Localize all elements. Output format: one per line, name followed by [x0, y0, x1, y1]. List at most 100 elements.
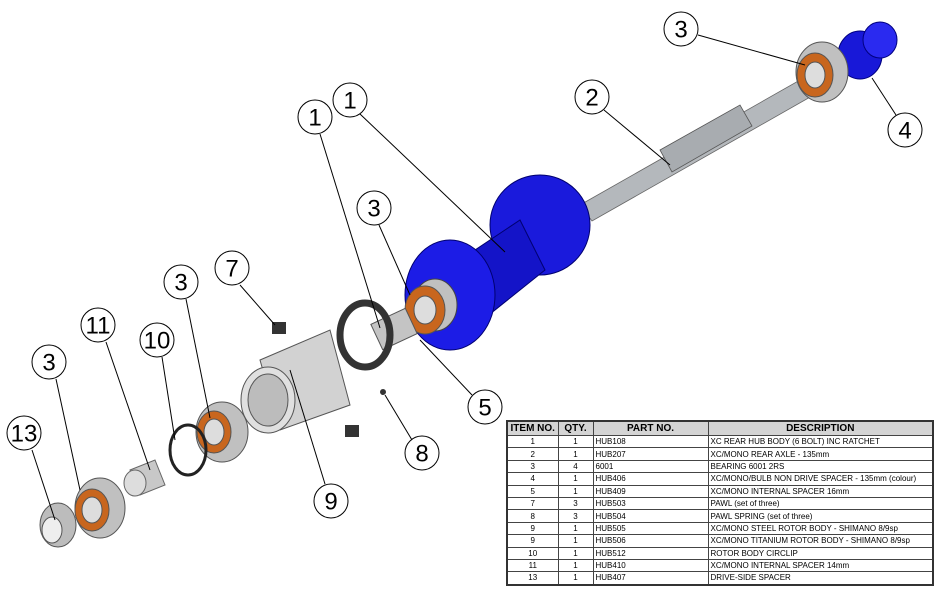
bearing: [195, 401, 249, 463]
balloon-number: 3: [174, 270, 187, 297]
internal-spacer-14mm: [123, 459, 166, 497]
balloon-callout: 10: [139, 322, 175, 358]
bearing: [404, 285, 446, 335]
leader-lines: [31, 34, 897, 521]
cell-part-no: HUB506: [592, 534, 709, 548]
balloon-circle: [80, 307, 116, 343]
cell-description: PAWL (set of three): [707, 496, 934, 511]
cell-description: XC/MONO INTERNAL SPACER 16mm: [707, 484, 934, 498]
balloon-circle: [139, 322, 175, 358]
cell-qty: 1: [557, 546, 594, 560]
balloon-number: 4: [898, 118, 911, 145]
cell-item-no: 2: [506, 447, 559, 461]
cell-item-no: 8: [506, 509, 559, 523]
cell-qty: 1: [557, 534, 594, 548]
header-item-no: ITEM NO.: [506, 420, 559, 436]
cell-description: XC REAR HUB BODY (6 BOLT) INC RATCHET: [707, 434, 934, 449]
balloon-number: 1: [343, 88, 356, 115]
pawl: [345, 425, 359, 437]
cell-description: XC/MONO STEEL ROTOR BODY - SHIMANO 8/9sp: [707, 521, 934, 536]
balloon-number: 1: [308, 105, 321, 132]
balloon-circle: [214, 250, 250, 286]
balloon-number: 3: [674, 17, 687, 44]
cell-item-no: 13: [506, 571, 559, 586]
balloon-circle: [574, 79, 610, 115]
cell-description: XC/MONO TITANIUM ROTOR BODY - SHIMANO 8/…: [707, 534, 934, 548]
balloon-callout: 1: [297, 99, 333, 135]
balloon-callout: 3: [31, 344, 67, 380]
cell-qty: 3: [557, 509, 594, 523]
cell-qty: 1: [557, 521, 594, 536]
cell-part-no: HUB505: [592, 521, 709, 536]
table-header-row: ITEM NO. QTY. PART NO. DESCRIPTION: [506, 420, 934, 436]
balloon-number: 8: [415, 441, 428, 468]
cell-item-no: 7: [506, 496, 559, 511]
cell-item-no: 11: [506, 558, 559, 573]
balloon-circle: [313, 483, 349, 519]
balloon-number: 11: [86, 313, 111, 340]
balloon-callout: 3: [356, 190, 392, 226]
cell-part-no: HUB409: [592, 484, 709, 498]
balloon-circle: [31, 344, 67, 380]
header-qty: QTY.: [557, 420, 594, 436]
balloon-circle: [404, 435, 440, 471]
balloon-circle: [332, 82, 368, 118]
circlip: [168, 423, 208, 477]
non-drive-spacer: [837, 21, 898, 80]
cell-part-no: HUB504: [592, 509, 709, 523]
balloon-circle: [6, 415, 42, 451]
cell-item-no: 1: [506, 434, 559, 449]
pawl: [272, 322, 286, 334]
header-part-no: PART NO.: [592, 420, 709, 436]
balloon-callout: 7: [214, 250, 250, 286]
cell-qty: 3: [557, 496, 594, 511]
cell-item-no: 4: [506, 472, 559, 486]
cell-description: ROTOR BODY CIRCLIP: [707, 546, 934, 560]
balloon-callout: 1: [332, 82, 368, 118]
cell-item-no: 10: [506, 546, 559, 560]
balloon-number: 9: [324, 489, 337, 516]
balloon-circle: [467, 389, 503, 425]
cell-qty: 4: [557, 459, 594, 474]
balloon-circle: [887, 112, 923, 148]
rotor-body: [240, 329, 351, 434]
balloon-callout: 5: [467, 389, 503, 425]
cell-part-no: HUB410: [592, 558, 709, 573]
balloon-callout: 3: [163, 264, 199, 300]
cell-description: DRIVE-SIDE SPACER: [707, 571, 934, 586]
cell-description: XC/MONO INTERNAL SPACER 14mm: [707, 558, 934, 573]
cell-description: BEARING 6001 2RS: [707, 459, 934, 474]
bearing: [74, 477, 126, 539]
rear-axle: [579, 79, 813, 222]
balloon-number: 13: [11, 421, 38, 448]
cell-part-no: HUB108: [592, 434, 709, 449]
cell-qty: 1: [557, 447, 594, 461]
cell-qty: 1: [557, 484, 594, 498]
balloon-number: 5: [478, 395, 491, 422]
cell-part-no: HUB407: [592, 571, 709, 586]
balloon-number: 2: [585, 85, 598, 112]
pawl-spring: [380, 389, 386, 395]
cell-description: PAWL SPRING (set of three): [707, 509, 934, 523]
balloon-callout: 4: [887, 112, 923, 148]
cell-qty: 1: [557, 434, 594, 449]
balloon-callout: 11: [80, 307, 116, 343]
cell-part-no: 6001: [592, 459, 709, 474]
cell-part-no: HUB512: [592, 546, 709, 560]
balloon-callout: 3: [663, 11, 699, 47]
header-description: DESCRIPTION: [707, 420, 934, 436]
balloon-circle: [663, 11, 699, 47]
cell-part-no: HUB207: [592, 447, 709, 461]
balloon-circle: [163, 264, 199, 300]
